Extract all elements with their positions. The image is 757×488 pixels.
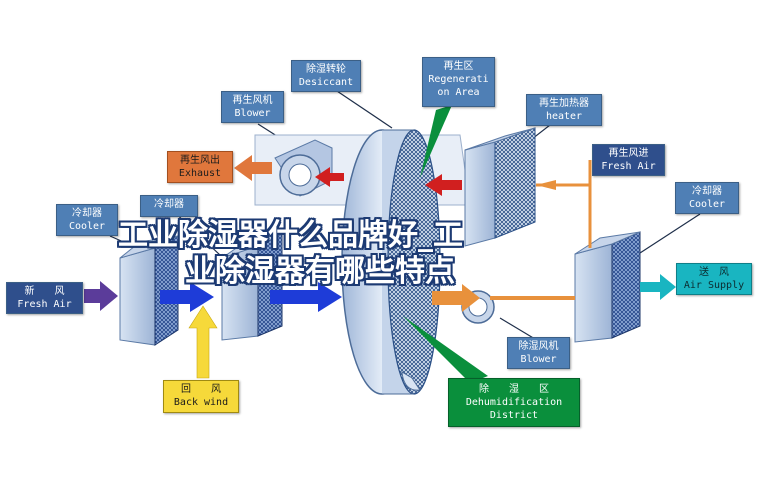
label-cooler-right: 冷却器 Cooler bbox=[675, 182, 739, 214]
label-cooler-second-zh: 冷却器 bbox=[154, 199, 184, 210]
label-regen-fresh-air-en: Fresh Air bbox=[601, 161, 656, 172]
label-back-wind-zh: 回 风 bbox=[181, 384, 221, 395]
label-back-wind-en: Back wind bbox=[173, 397, 229, 408]
label-regen-fresh-air-zh: 再生风进 bbox=[608, 148, 649, 159]
regen-mid-arrow bbox=[315, 167, 344, 187]
desiccant-wheel bbox=[341, 129, 441, 395]
label-cooler-left: 冷却器 Cooler bbox=[56, 204, 118, 236]
regen-heater-unit bbox=[464, 127, 536, 247]
label-regen-fresh-air: 再生风进 Fresh Air bbox=[592, 144, 665, 176]
regen-in-arrow bbox=[425, 174, 462, 196]
right-cooler-unit bbox=[574, 231, 641, 343]
label-dehum-district: 除 湿 区 Dehumidification District bbox=[448, 378, 580, 427]
label-regen-area-zh: 再生区 bbox=[443, 61, 474, 72]
process-arrow-2 bbox=[270, 282, 342, 312]
label-cooler-left-en: Cooler bbox=[68, 221, 106, 232]
label-air-supply-zh: 送 风 bbox=[699, 267, 729, 278]
dry-air-arrow bbox=[432, 284, 575, 312]
label-back-wind: 回 风 Back wind bbox=[163, 380, 239, 413]
supply-arrow bbox=[640, 274, 676, 300]
label-air-supply-en: Air Supply bbox=[683, 280, 745, 291]
regen-area-pointer bbox=[420, 105, 452, 178]
overlay-title-line2: 业除湿器有哪些特点 bbox=[185, 254, 455, 289]
exhaust-arrow bbox=[234, 155, 272, 181]
label-desiccant-zh: 除湿转轮 bbox=[306, 64, 346, 75]
label-cooler-right-en: Cooler bbox=[688, 199, 726, 210]
label-regen-area-en1: Regenerati bbox=[428, 74, 489, 85]
label-fresh-air: 新 风 Fresh Air bbox=[6, 282, 83, 314]
dehum-district-pointer bbox=[403, 316, 488, 383]
fresh-air-arrow bbox=[84, 281, 118, 311]
label-regen-heater-zh: 再生加热器 bbox=[539, 98, 589, 109]
label-regen-heater: 再生加热器 heater bbox=[526, 94, 602, 126]
regen-blower-fan bbox=[274, 139, 333, 197]
label-regen-area: 再生区 Regenerati on Area bbox=[422, 57, 495, 107]
label-desiccant-en: Desiccant bbox=[298, 77, 354, 88]
label-regen-area-en2: on Area bbox=[437, 87, 480, 98]
label-regen-blower: 再生风机 Blower bbox=[221, 91, 284, 123]
label-regen-exhaust-zh: 再生风出 bbox=[180, 155, 220, 166]
label-dehum-district-zh: 除 湿 区 bbox=[479, 384, 549, 395]
label-fresh-air-zh: 新 风 bbox=[24, 286, 65, 297]
label-air-supply: 送 风 Air Supply bbox=[676, 263, 752, 295]
label-dehum-blower-en: Blower bbox=[520, 354, 557, 365]
label-dehum-district-en1: Dehumidification bbox=[465, 397, 563, 408]
process-arrow-1 bbox=[160, 282, 214, 312]
label-dehum-blower: 除湿风机 Blower bbox=[507, 337, 570, 369]
back-wind-arrow bbox=[188, 305, 218, 379]
label-dehum-blower-zh: 除湿风机 bbox=[518, 341, 559, 352]
label-regen-exhaust-en: Exhaust bbox=[178, 168, 222, 179]
label-regen-heater-en: heater bbox=[545, 111, 583, 122]
label-regen-blower-zh: 再生风机 bbox=[232, 95, 273, 106]
label-desiccant: 除湿转轮 Desiccant bbox=[291, 60, 361, 92]
label-regen-blower-en: Blower bbox=[234, 108, 271, 119]
label-fresh-air-en: Fresh Air bbox=[17, 299, 72, 310]
fresh-air-regen-arrow bbox=[536, 160, 592, 248]
overlay-title-line1: 工业除湿器什么品牌好_工 bbox=[118, 218, 463, 253]
label-cooler-left-zh: 冷却器 bbox=[72, 208, 102, 219]
label-regen-exhaust: 再生风出 Exhaust bbox=[167, 151, 233, 183]
label-cooler-second: 冷却器 bbox=[140, 195, 198, 217]
label-dehum-district-en2: District bbox=[489, 410, 539, 421]
label-cooler-right-zh: 冷却器 bbox=[692, 186, 722, 197]
second-cooler-unit bbox=[221, 233, 283, 341]
